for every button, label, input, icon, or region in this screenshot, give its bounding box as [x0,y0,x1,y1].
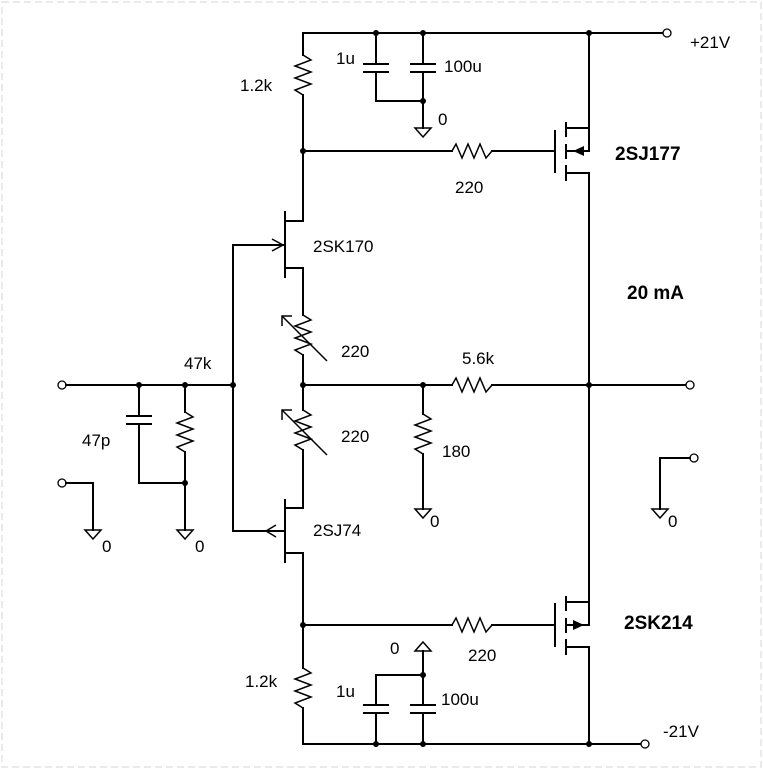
resistor-top-bias-label: 1.2k [240,76,273,95]
resistor-gate-bottom [302,616,554,634]
ground-input-return-label: 0 [102,537,111,556]
resistor-feedback [451,376,695,394]
capacitor-top-big [410,32,436,129]
capacitor-bottom-small [363,672,426,745]
input-line [57,380,234,390]
positive-rail [302,28,672,38]
bias-current-label: 20 mA [627,283,684,304]
jfet-top [232,150,304,278]
potentiometer-bottom-label: 220 [341,427,369,446]
potentiometer-top [281,267,328,411]
capacitor-top-small-label: 1u [336,49,355,68]
resistor-input-label: 47k [184,354,212,373]
capacitor-bottom-big [410,704,436,745]
jfet-bottom [232,499,304,563]
ground-shunt-label: 0 [430,512,439,531]
resistor-bottom-bias-label: 1.2k [245,672,278,691]
output-return [650,453,699,520]
mosfet-top [554,122,590,181]
resistor-shunt-label: 180 [442,442,470,461]
negative-rail-label: -21V [663,722,700,741]
bottom-bias-node [300,552,306,628]
resistor-gate-bottom-label: 220 [468,646,496,665]
capacitor-input [126,384,186,484]
resistor-gate-top [302,142,554,160]
ground-input-network-label: 0 [195,537,204,556]
potentiometer-top-label: 220 [341,342,369,361]
mosfet-bottom [554,596,590,655]
input-return [57,478,103,541]
ground-top-cap-label: 0 [438,110,447,129]
mosfet-bottom-label: 2SK214 [624,613,693,634]
resistor-top-bias [292,32,314,152]
ground-shunt-icon [413,508,433,520]
capacitor-top-small [363,32,424,102]
ground-output-return-label: 0 [668,512,677,531]
ground-top-cap-icon [413,127,433,139]
resistor-bottom-bias [292,624,314,745]
mosfet-top-label: 2SJ177 [615,144,681,165]
resistor-gate-top-label: 220 [455,178,483,197]
potentiometer-bottom [281,409,328,509]
middle-bus [302,382,453,388]
capacitor-top-big-label: 100u [444,57,482,76]
positive-rail-label: +21V [690,33,731,52]
resistor-feedback-label: 5.6k [462,349,495,368]
ground-input-network-icon [175,529,195,541]
jfet-top-label: 2SK170 [313,237,374,256]
jfet-bottom-label: 2SJ74 [313,521,361,540]
output-terminal[interactable] [685,380,695,390]
resistor-shunt [412,384,434,510]
capacitor-bottom-big-label: 100u [441,690,479,709]
capacitor-input-label: 47p [82,431,110,450]
positive-rail-terminal[interactable] [662,28,672,38]
input-return-terminal[interactable] [57,478,67,488]
input-terminal[interactable] [57,380,67,390]
negative-rail-terminal[interactable] [640,739,650,749]
resistor-input [174,384,196,531]
ground-bottom-cap-label: 0 [390,639,399,658]
capacitor-bottom-small-label: 1u [336,682,355,701]
input-gate-bus [230,244,236,532]
negative-rail [302,739,650,749]
output-return-terminal[interactable] [689,453,699,463]
